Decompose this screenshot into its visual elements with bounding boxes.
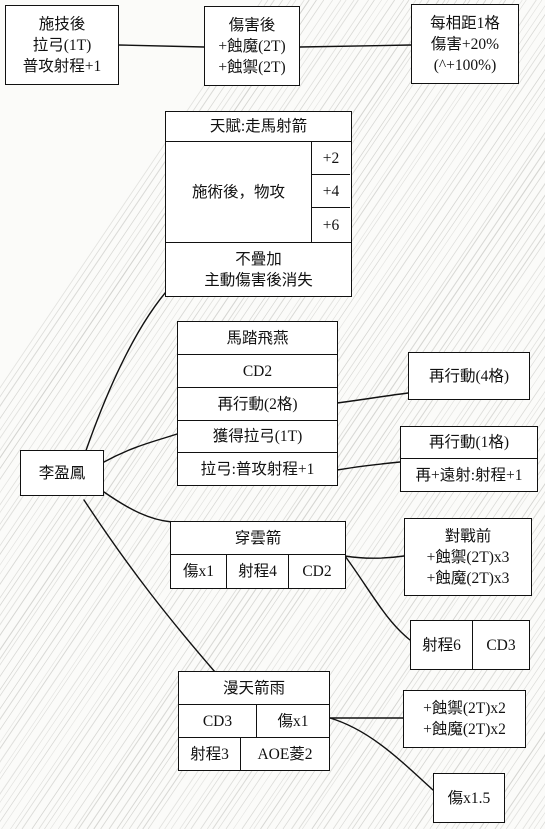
before-battle-line-2: +蝕魔(2T)x3 (426, 569, 510, 587)
horse-skill-move: 再行動(2格) (178, 388, 337, 421)
after-cast-text: 施技後 拉弓(1T) 普攻射程+1 (6, 6, 118, 84)
cloud-arrow-node: 穿雲箭 傷x1 射程4 CD2 (170, 521, 346, 589)
after-damage-node: 傷害後 +蝕魔(2T) +蝕禦(2T) (204, 6, 300, 86)
per-distance-line-1: 傷害+20% (430, 35, 500, 53)
talent-step-1: +2 (312, 142, 350, 175)
cloud-arrow-range: 射程4 (227, 555, 289, 588)
horse-skill-cd: CD2 (178, 355, 337, 388)
move1-node: 再行動(1格) 再+遠射:射程+1 (400, 426, 538, 492)
connector-character-to-horse-skill (103, 432, 181, 463)
character-node: 李盈鳳 (20, 450, 104, 496)
before-battle-node: 對戰前 +蝕禦(2T)x3 +蝕魔(2T)x3 (404, 518, 532, 596)
arrow-rain-node: 漫天箭雨 CD3 傷x1 射程3 AOE菱2 (178, 671, 330, 771)
after-cast-line-1: 拉弓(1T) (32, 36, 92, 54)
connector-horse-to-move4 (336, 392, 409, 404)
horse-skill-draw-bow: 獲得拉弓(1T) (178, 421, 337, 453)
talent-footer: 不疊加 主動傷害後消失 (166, 242, 351, 296)
connector-character-to-cloud-arrow (103, 491, 173, 523)
before-battle-title: 對戰前 (444, 527, 492, 545)
move4-node: 再行動(4格) (408, 352, 530, 400)
cloud-arrow-cd: CD2 (302, 563, 332, 580)
after-cast-title: 施技後 (38, 15, 86, 33)
arrow-rain-aoe: AOE菱2 (257, 745, 313, 763)
rain-damage-up-node: 傷x1.5 (433, 773, 505, 823)
connector-afterdamage-to-perdistance (299, 44, 412, 48)
arrow-rain-title: 漫天箭雨 (179, 672, 329, 705)
after-cast-line-2: 普攻射程+1 (22, 57, 102, 75)
after-damage-text: 傷害後 +蝕魔(2T) +蝕禦(2T) (205, 7, 299, 85)
talent-step-2: +4 (312, 175, 350, 208)
move1-ranged: 再+遠射:射程+1 (415, 466, 523, 484)
after-damage-title: 傷害後 (228, 16, 276, 34)
per-distance-title: 每相距1格 (430, 14, 500, 32)
cloud-arrow-title: 穿雲箭 (171, 522, 345, 555)
cloud-arrow-damage: 傷x1 (171, 555, 227, 588)
rain-debuff-line-2: +蝕魔(2T)x2 (423, 721, 506, 738)
connector-cloud-to-before-battle (344, 555, 405, 559)
move1-title: 再行動(1格) (401, 427, 537, 459)
move4-text: 再行動(4格) (428, 367, 510, 385)
connector-character-to-arrow-rain (83, 499, 216, 673)
after-damage-line-1: +蝕魔(2T) (218, 37, 286, 55)
horse-skill-node: 馬踏飛燕 CD2 再行動(2格) 獲得拉弓(1T) 拉弓:普攻射程+1 (177, 321, 338, 486)
arrow-rain-cd: CD3 (179, 705, 257, 738)
connector-aftercast-to-afterdamage (117, 44, 205, 48)
horse-skill-title: 馬踏飛燕 (178, 322, 337, 355)
rain-debuffs-text: +蝕禦(2T)x2 +蝕魔(2T)x2 (404, 691, 525, 747)
horse-skill-bow-effect: 拉弓:普攻射程+1 (200, 460, 315, 478)
rain-debuffs-node: +蝕禦(2T)x2 +蝕魔(2T)x2 (403, 690, 526, 748)
per-distance-node: 每相距1格 傷害+20% (^+100%) (411, 4, 519, 84)
connector-character-to-talent (81, 284, 173, 463)
talent-title: 天賦:走馬射箭 (166, 112, 351, 142)
cloud-upgrade-node: 射程6 CD3 (410, 620, 530, 670)
per-distance-text: 每相距1格 傷害+20% (^+100%) (412, 5, 518, 83)
connector-cloud-to-upgrade (344, 555, 411, 641)
character-name: 李盈鳳 (38, 464, 86, 482)
talent-node: 天賦:走馬射箭 施術後，物攻 +2 +4 +6 不疊加 主動傷害後消失 (165, 111, 352, 297)
rain-debuff-line-1: +蝕禦(2T)x2 (423, 700, 506, 717)
per-distance-line-2: (^+100%) (433, 56, 497, 74)
arrow-rain-range: 射程3 (179, 738, 241, 770)
connector-horse-to-move1 (336, 461, 401, 471)
talent-footer-line-2: 主動傷害後消失 (204, 271, 313, 289)
rain-damage-up-text: 傷x1.5 (447, 789, 491, 807)
before-battle-line-1: +蝕禦(2T)x3 (426, 548, 510, 566)
talent-body: 施術後，物攻 (166, 142, 312, 242)
after-damage-line-2: +蝕禦(2T) (218, 58, 286, 76)
talent-step-3: +6 (322, 216, 340, 234)
after-cast-node: 施技後 拉弓(1T) 普攻射程+1 (5, 5, 119, 85)
talent-footer-line-1: 不疊加 (235, 250, 282, 268)
cloud-upgrade-range: 射程6 (411, 621, 473, 669)
cloud-upgrade-cd: CD3 (486, 636, 516, 654)
connector-rain-to-damage-up (329, 717, 434, 791)
arrow-rain-damage: 傷x1 (257, 705, 329, 738)
before-battle-text: 對戰前 +蝕禦(2T)x3 +蝕魔(2T)x3 (405, 519, 531, 595)
